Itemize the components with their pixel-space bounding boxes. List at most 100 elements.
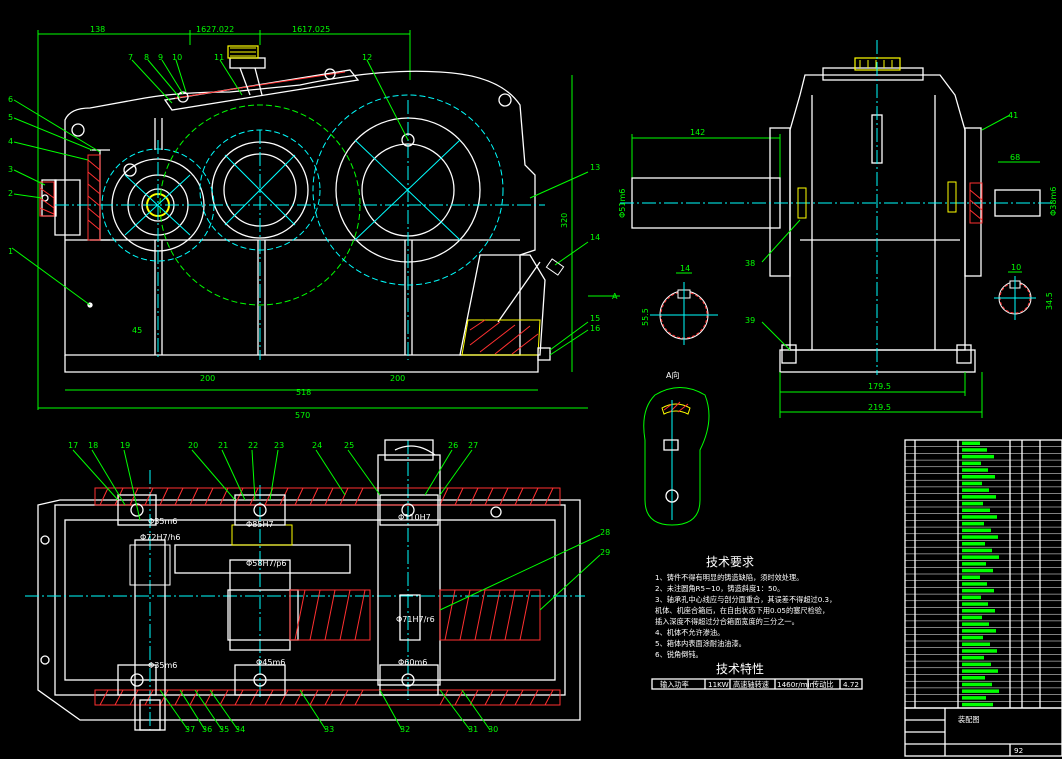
pdim-8: Φ45m6 <box>256 658 285 667</box>
svg-text:33: 33 <box>324 725 334 734</box>
spec-speed-value: 1460r/min <box>777 680 814 689</box>
svg-text:5: 5 <box>8 113 13 122</box>
bom-row-fill <box>962 588 994 593</box>
svg-text:28: 28 <box>600 528 610 537</box>
dim-138: 138 <box>90 25 105 34</box>
bom-row-fill <box>962 515 997 519</box>
view-arrow-a: A <box>612 292 618 301</box>
dim-1795: 179.5 <box>868 382 891 391</box>
front-leaders: 1 2 3 4 5 6 7 8 9 10 11 12 13 14 15 16 A <box>8 53 620 356</box>
bom-row-fill <box>962 501 983 506</box>
bom-row-fill <box>962 495 996 499</box>
pdim-1: Φ35m6 <box>148 517 177 526</box>
svg-text:26: 26 <box>448 441 458 450</box>
dim-200a: 200 <box>200 374 215 383</box>
svg-text:21: 21 <box>218 441 228 450</box>
tech-req-7: 5、箱体内表面涂耐油油漆。 <box>655 639 746 648</box>
bom-row-fill <box>962 629 996 633</box>
dim-200b: 200 <box>390 374 405 383</box>
svg-text:32: 32 <box>400 725 410 734</box>
bom-row-fill <box>962 575 980 579</box>
svg-text:38: 38 <box>745 259 755 268</box>
svg-text:31: 31 <box>468 725 478 734</box>
bom-row-fill <box>962 475 995 479</box>
dim-142: 142 <box>690 128 705 137</box>
parts-list: 装配图 92 <box>904 439 1062 757</box>
spec-speed-label: 高速轴转速 <box>733 680 769 689</box>
svg-text:11: 11 <box>214 53 224 62</box>
bom-row-fill <box>962 669 998 673</box>
svg-text:10: 10 <box>172 53 182 62</box>
bom-row-fill <box>962 568 993 573</box>
bom-row-fill <box>962 528 991 533</box>
bom-row-fill <box>962 562 986 566</box>
dim-d51: Φ51m6 <box>618 189 627 218</box>
svg-text:35: 35 <box>219 725 229 734</box>
pdim-6: Φ71H7/r6 <box>396 615 435 624</box>
bom-row-fill <box>962 542 985 546</box>
svg-text:7: 7 <box>128 53 133 62</box>
dim-1617: 1617.025 <box>292 25 330 34</box>
pdim-4: Φ58H7/p6 <box>246 559 286 568</box>
bom-row-fill <box>962 642 990 646</box>
svg-text:30: 30 <box>488 725 498 734</box>
svg-text:17: 17 <box>68 441 78 450</box>
svg-text:16: 16 <box>590 324 600 333</box>
bom-row-fill <box>962 548 992 553</box>
title-block-name: 装配图 <box>958 715 980 724</box>
spec-power-label: 输入功率 <box>660 680 689 689</box>
svg-text:41: 41 <box>1008 111 1018 120</box>
svg-text:20: 20 <box>188 441 198 450</box>
dim-68: 68 <box>1010 153 1020 162</box>
side-view: 142 68 Φ51m6 Φ38m6 179.5 219.5 38 39 41 <box>618 40 1058 418</box>
title-block-sheet: 92 <box>1014 746 1023 755</box>
tech-req-title: 技术要求 <box>706 555 754 569</box>
svg-text:6: 6 <box>8 95 13 104</box>
a-view: A向 <box>643 370 710 526</box>
tech-requirements: 技术要求 1、铸件不得有明显的铸造缺陷，须时效处理。 2、未注圆角R5~10，铸… <box>651 555 863 690</box>
bom-row-fill <box>962 702 993 707</box>
tech-req-1: 1、铸件不得有明显的铸造缺陷，须时效处理。 <box>655 573 803 582</box>
svg-text:24: 24 <box>312 441 322 450</box>
bom-row-fill <box>962 481 982 486</box>
dim-320: 320 <box>560 213 569 228</box>
svg-text:37: 37 <box>185 725 195 734</box>
dim-1627: 1627.022 <box>196 25 234 34</box>
bom-row-fill <box>962 682 992 687</box>
dim-570: 570 <box>295 411 310 420</box>
pdim-7: Φ35m6 <box>148 661 177 670</box>
bom-row-fill <box>962 676 985 680</box>
tech-spec-title: 技术特性 <box>716 661 764 676</box>
bom-row-fill <box>962 622 989 626</box>
tech-req-4: 机体、机座合箱后，在自由状态下用0.05的塞尺检验， <box>655 606 829 615</box>
bom-row-fill <box>962 468 988 472</box>
bom-row-fill <box>962 615 982 620</box>
bom-row-fill <box>962 488 989 492</box>
tech-req-2: 2、未注圆角R5~10，铸造斜度1：50。 <box>655 584 784 593</box>
svg-text:14: 14 <box>590 233 600 242</box>
dim-45: 45 <box>132 326 142 335</box>
spec-power-value: 11KW <box>708 680 729 689</box>
pdim-3: Φ85H7 <box>246 520 274 529</box>
dim-2195: 219.5 <box>868 403 891 412</box>
key-sections: 14 55.5 10 34.5 <box>641 263 1054 345</box>
bom-row-fill <box>962 609 995 613</box>
svg-text:3: 3 <box>8 165 13 174</box>
tech-req-3: 3、轴承孔中心线应与剖分面重合，其误差不得超过0.3， <box>655 595 836 604</box>
bom-row-fill <box>962 662 991 667</box>
svg-text:19: 19 <box>120 441 130 450</box>
pdim-2: Φ72H7/h6 <box>140 533 180 542</box>
bom-row-fill <box>962 649 997 653</box>
bom-row-fill <box>962 602 988 606</box>
svg-text:39: 39 <box>745 316 755 325</box>
spec-ratio-label: 传动比 <box>812 680 834 689</box>
bom-row-fill <box>962 635 983 640</box>
dim-555: 55.5 <box>641 308 650 326</box>
bom-row-fill <box>962 461 981 466</box>
bom-row-fill <box>962 595 981 600</box>
svg-text:23: 23 <box>274 441 284 450</box>
bom-row-fill <box>962 555 999 559</box>
svg-text:15: 15 <box>590 314 600 323</box>
